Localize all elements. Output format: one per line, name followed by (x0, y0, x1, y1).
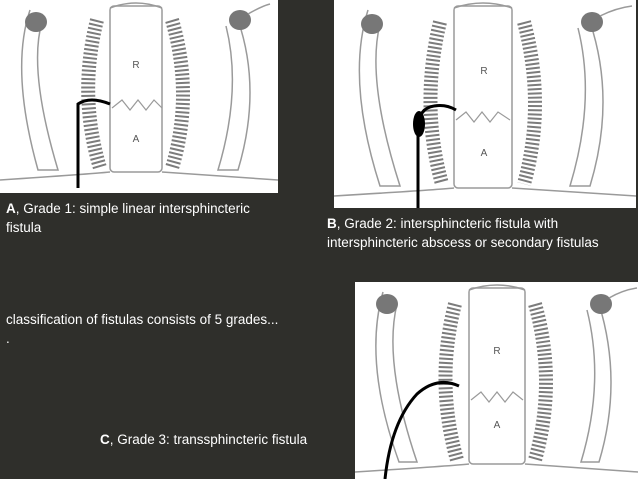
right-external-sphincter (216, 19, 251, 171)
caption-c-letter: C (100, 432, 110, 447)
dentate-line (470, 391, 524, 403)
caption-b-letter: B (327, 216, 337, 231)
diagram-panel-b: R A (334, 0, 636, 208)
diagram-panel-c: R A (355, 282, 638, 479)
abscess (413, 111, 425, 137)
right-node (229, 10, 251, 30)
diagram-c-svg: R A (355, 284, 638, 479)
fistula-tract (76, 98, 111, 188)
caption-c: C, Grade 3: transsphincteric fistula (100, 430, 360, 449)
caption-a: A, Grade 1: simple linear intersphincter… (6, 199, 276, 237)
note-line-2: . (6, 331, 10, 346)
rectum-tube (109, 5, 163, 173)
diagram-panel-a: R A (0, 0, 278, 193)
left-node (361, 14, 383, 34)
left-node (25, 12, 47, 32)
right-node (581, 12, 603, 32)
caption-a-letter: A (6, 201, 16, 216)
anal-canal-label: A (494, 420, 501, 431)
anal-canal-label: A (133, 134, 140, 145)
classification-note: classification of fistulas consists of 5… (6, 310, 346, 348)
anal-canal-label: A (481, 148, 488, 159)
right-internal-sphincter (517, 20, 542, 186)
left-external-sphincter (20, 9, 60, 171)
dentate-line (455, 111, 511, 123)
dentate-line (111, 99, 163, 111)
left-node (376, 294, 398, 314)
rectum-label: R (493, 346, 500, 357)
caption-b: B, Grade 2: intersphincteric fistula wit… (327, 214, 627, 252)
fistula-tract (383, 380, 460, 479)
left-internal-sphincter (81, 18, 107, 171)
right-external-sphincter (568, 21, 604, 187)
note-line-1: classification of fistulas consists of 5… (6, 312, 279, 327)
rectum-label: R (132, 60, 139, 71)
diagram-a-svg: R A (0, 2, 278, 188)
left-internal-sphincter (423, 20, 449, 186)
rectum-tube (453, 5, 513, 189)
left-external-sphincter (375, 291, 419, 463)
left-external-sphincter (358, 9, 402, 187)
right-external-sphincter (579, 303, 612, 463)
right-internal-sphincter (528, 302, 553, 462)
left-internal-sphincter (438, 302, 464, 462)
rectum-tube (468, 287, 526, 465)
caption-b-text: , Grade 2: intersphincteric fistula with… (327, 216, 599, 250)
right-internal-sphincter (165, 18, 190, 171)
rectum-label: R (480, 66, 487, 77)
diagram-b-svg: R A (334, 2, 636, 208)
caption-c-text: , Grade 3: transsphincteric fistula (109, 432, 308, 447)
caption-a-text: , Grade 1: simple linear intersphincteri… (6, 201, 250, 235)
right-node (590, 294, 612, 314)
